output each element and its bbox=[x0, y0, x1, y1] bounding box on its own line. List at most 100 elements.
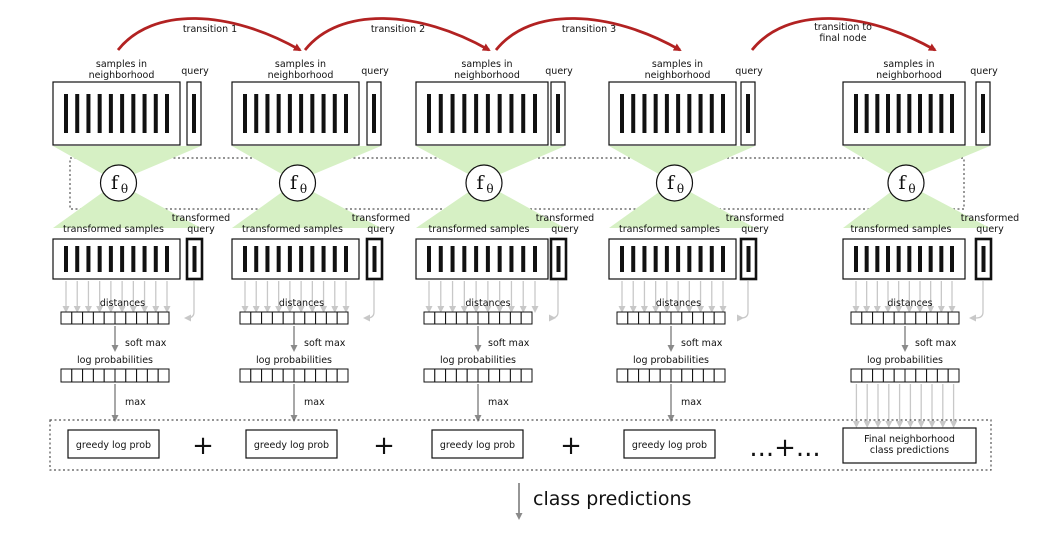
samples-box bbox=[52, 81, 181, 146]
transformed-sample-bar bbox=[344, 246, 348, 272]
sample-bar bbox=[864, 94, 869, 133]
log-prob-cell bbox=[315, 368, 327, 383]
transformed-sample-bar bbox=[165, 246, 169, 272]
log-prob-cell bbox=[648, 368, 661, 383]
sample-bar bbox=[310, 94, 315, 133]
softmax-label: soft max bbox=[304, 338, 346, 349]
plus-sign-3: + bbox=[560, 431, 582, 461]
transformed-samples-label: transformed samples bbox=[63, 224, 164, 235]
sample-bar bbox=[75, 94, 80, 133]
sample-bar bbox=[620, 94, 624, 133]
transition-label-4-line: final node bbox=[819, 33, 866, 44]
distance-cell bbox=[947, 311, 960, 325]
sample-bar bbox=[321, 94, 326, 133]
distance-cell bbox=[692, 311, 704, 325]
transformed-sample-bar bbox=[521, 246, 526, 272]
log-prob-cell bbox=[477, 368, 490, 383]
distance-cell bbox=[239, 311, 252, 325]
transformed-sample-bar bbox=[698, 246, 703, 272]
funnel-lower bbox=[232, 191, 381, 228]
transformed-sample-bar bbox=[131, 246, 136, 272]
sample-bar bbox=[939, 94, 944, 133]
transformed-sample-bar bbox=[939, 246, 944, 272]
samples-label-line: samples in bbox=[275, 59, 326, 70]
sample-bar bbox=[265, 94, 270, 133]
transformed-sample-bar bbox=[664, 246, 669, 272]
query-label: query bbox=[970, 66, 998, 77]
distance-cell bbox=[499, 311, 511, 325]
softmax-label: soft max bbox=[915, 338, 957, 349]
sample-bar bbox=[64, 94, 68, 133]
distance-cell bbox=[509, 311, 522, 325]
f-theta-subscript: θ bbox=[677, 182, 684, 196]
greedy-log-prob-label: greedy log prob bbox=[76, 440, 151, 451]
log-prob-cell bbox=[92, 368, 105, 383]
f-theta-node bbox=[887, 164, 925, 202]
greedy-log-prob-label: greedy log prob bbox=[440, 440, 515, 451]
transformed-sample-bar bbox=[243, 246, 247, 272]
sample-bar bbox=[254, 94, 259, 133]
transformed-sample-bar bbox=[533, 246, 537, 272]
samples-label-line: neighborhood bbox=[876, 70, 942, 81]
log-prob-cell bbox=[520, 368, 533, 383]
log-prob-cell bbox=[638, 368, 650, 383]
funnel-upper bbox=[416, 146, 565, 175]
transformed-query-label-line: transformed bbox=[726, 213, 784, 224]
log-prob-cell bbox=[136, 368, 148, 383]
transformed-sample-bar bbox=[321, 246, 326, 272]
transformed-sample-bar bbox=[108, 246, 113, 272]
sample-bar bbox=[664, 94, 669, 133]
transformed-samples-box bbox=[52, 238, 181, 280]
distance-cell bbox=[82, 311, 94, 325]
sample-bar bbox=[474, 94, 479, 133]
transformed-sample-bar bbox=[287, 246, 292, 272]
transformed-query-label-line: transformed bbox=[172, 213, 230, 224]
sample-bar bbox=[97, 94, 102, 133]
sample-bar bbox=[344, 94, 348, 133]
log-prob-cell bbox=[466, 368, 479, 383]
transformed-query-label-line: transformed bbox=[352, 213, 410, 224]
distances-label: distances bbox=[465, 298, 510, 309]
transformed-sample-bar bbox=[485, 246, 490, 272]
transformed-sample-bar bbox=[462, 246, 467, 272]
log-prob-cell bbox=[882, 368, 895, 383]
f-theta-node bbox=[465, 164, 503, 202]
log-prob-cell bbox=[146, 368, 159, 383]
sample-bar bbox=[142, 94, 147, 133]
distance-cell bbox=[114, 311, 127, 325]
log-prob-cell bbox=[71, 368, 84, 383]
log-prob-cell bbox=[713, 368, 726, 383]
funnel-lower bbox=[843, 191, 990, 228]
query-bar bbox=[746, 94, 750, 133]
distance-cell bbox=[659, 311, 672, 325]
transformed-sample-bar bbox=[642, 246, 647, 272]
transformed-query-label-line: query bbox=[367, 224, 395, 235]
transformed-samples-box bbox=[608, 238, 737, 280]
sample-bar bbox=[131, 94, 136, 133]
log-prob-cell bbox=[325, 368, 338, 383]
log-prob-cell bbox=[659, 368, 672, 383]
log-prob-cell bbox=[850, 368, 863, 383]
distance-cell bbox=[92, 311, 105, 325]
final-predictions-box bbox=[842, 427, 977, 464]
transformed-sample-bar bbox=[864, 246, 869, 272]
transition-label-4-line: transition to bbox=[814, 22, 872, 33]
distance-cell bbox=[434, 311, 447, 325]
transformed-sample-bar bbox=[950, 246, 954, 272]
sample-bar bbox=[450, 94, 455, 133]
transformed-sample-bar bbox=[276, 246, 281, 272]
softmax-label: soft max bbox=[681, 338, 723, 349]
transformed-sample-bar bbox=[497, 246, 502, 272]
log-prob-cell bbox=[915, 368, 928, 383]
sample-bar bbox=[709, 94, 714, 133]
funnel-upper bbox=[609, 146, 755, 175]
log-prob-cell bbox=[616, 368, 629, 383]
softmax-label: soft max bbox=[488, 338, 530, 349]
log-probabilities-label: log probabilities bbox=[77, 355, 153, 366]
distance-cell bbox=[893, 311, 906, 325]
transformed-samples-box bbox=[842, 238, 966, 280]
